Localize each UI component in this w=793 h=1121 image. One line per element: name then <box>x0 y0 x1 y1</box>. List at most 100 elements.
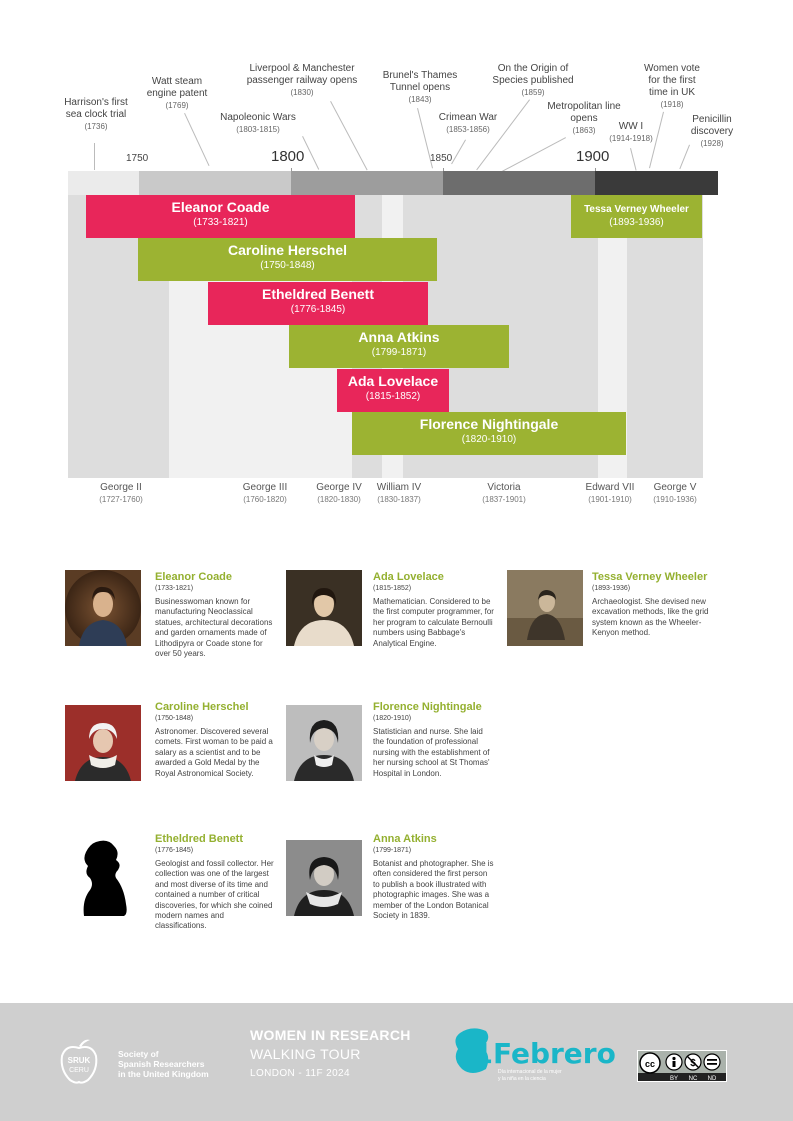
band-1750-1800 <box>139 171 291 195</box>
year-1900: 1900 <box>576 148 610 165</box>
portrait-tessa-verney-wheeler <box>507 570 583 646</box>
bio-etheldred-benett: Etheldred Benett (1776-1845) Geologist a… <box>155 832 277 932</box>
event-napoleonic: Napoleonic Wars (1803-1815) <box>220 112 296 134</box>
year-1750: 1750 <box>126 153 149 164</box>
leader-railway <box>330 101 368 171</box>
tick-1800 <box>291 168 292 171</box>
svg-text:NC: NC <box>689 1076 698 1082</box>
11febrero-tagline-2: y la niña en la ciencia <box>498 1076 546 1082</box>
11febrero-logo: 11Febrero Día internacional de la mujer … <box>452 1025 616 1090</box>
bar-tessa-verney-wheeler: Tessa Verney Wheeler(1893-1936) <box>571 195 702 238</box>
bio-years: (1820-1910) <box>373 715 412 722</box>
leader-crimean <box>451 139 466 165</box>
year-1800: 1800 <box>271 148 305 165</box>
bio-caroline-herschel: Caroline Herschel (1750-1848) Astronomer… <box>155 700 277 779</box>
bio-anna-atkins: Anna Atkins (1799-1871) Botanist and pho… <box>373 832 495 921</box>
band-1850-1900 <box>443 171 595 195</box>
portrait-caroline-herschel <box>65 705 141 781</box>
bio-name: Tessa Verney Wheeler <box>592 571 708 583</box>
bio-name: Anna Atkins <box>373 833 437 845</box>
cc-icon <box>639 1052 661 1074</box>
monarch-edward-vii: Edward VII(1901-1910) <box>585 482 635 504</box>
bar-ada-lovelace: Ada Lovelace(1815-1852) <box>337 369 449 412</box>
sruk-logo-bottom: CERU <box>69 1067 89 1074</box>
bio-text: Businesswoman known for manufacturing Ne… <box>155 597 273 659</box>
footer-place: LONDON - 11F 2024 <box>250 1068 350 1079</box>
footer-subtitle: WALKING TOUR <box>250 1046 361 1062</box>
bio-florence-nightingale: Florence Nightingale (1820-1910) Statist… <box>373 700 495 779</box>
bar-eleanor-coade: Eleanor Coade(1733-1821) <box>86 195 355 238</box>
monarch-george-iii: George III(1760-1820) <box>242 482 288 504</box>
year-1850: 1850 <box>430 153 453 164</box>
tick-1850 <box>443 168 444 171</box>
bio-eleanor-coade: Eleanor Coade (1733-1821) Businesswoman … <box>155 570 277 659</box>
leader-watt <box>184 113 210 166</box>
portrait-eleanor-coade <box>65 570 141 646</box>
leader-napoleonic <box>302 136 320 170</box>
bar-caroline-herschel: Caroline Herschel(1750-1848) <box>138 238 437 281</box>
footer: SRUK CERU Society of Spanish Researchers… <box>0 1003 793 1121</box>
leader-harrison <box>94 143 95 170</box>
creative-commons-badge: cc $ BY NC ND <box>637 1050 727 1082</box>
bio-years: (1776-1845) <box>155 847 194 854</box>
sruk-logo-top: SRUK <box>68 1056 91 1065</box>
bio-name: Caroline Herschel <box>155 701 249 713</box>
monarch-george-iv: George IV(1820-1830) <box>316 482 362 504</box>
tick-1900 <box>595 168 596 171</box>
bar-anna-atkins: Anna Atkins(1799-1871) <box>289 325 509 368</box>
monarch-victoria: Victoria(1837-1901) <box>482 482 526 504</box>
leader-ww1 <box>630 148 637 171</box>
bio-tessa-verney-wheeler: Tessa Verney Wheeler (1893-1936) Archaeo… <box>592 570 714 639</box>
sruk-logo: SRUK CERU <box>58 1036 100 1091</box>
bio-years: (1750-1848) <box>155 715 194 722</box>
bio-text: Statistician and nurse. She laid the fou… <box>373 727 490 778</box>
11febrero-wordmark: 11Febrero <box>454 1037 616 1070</box>
event-crimean: Crimean War (1853-1856) <box>438 112 498 134</box>
11febrero-tagline-1: Día internacional de la mujer <box>498 1069 562 1075</box>
bio-name: Etheldred Benett <box>155 833 244 845</box>
band-pre-1750 <box>68 171 139 195</box>
svg-text:cc: cc <box>645 1059 655 1069</box>
event-ww1: WW I (1914-1918) <box>609 121 653 143</box>
bio-text: Botanist and photographer. She is often … <box>373 859 494 921</box>
bio-years: (1815-1852) <box>373 585 412 592</box>
bar-etheldred-benett: Etheldred Benett(1776-1845) <box>208 282 428 325</box>
portrait-ada-lovelace <box>286 570 362 646</box>
bio-name: Eleanor Coade <box>155 571 233 583</box>
band-1900-plus <box>595 171 718 195</box>
bio-name: Florence Nightingale <box>373 701 482 713</box>
svg-text:ND: ND <box>708 1076 717 1082</box>
bio-years: (1799-1871) <box>373 847 412 854</box>
svg-text:$: $ <box>690 1058 696 1069</box>
bio-name: Ada Lovelace <box>373 571 444 583</box>
bio-years: (1733-1821) <box>155 585 194 592</box>
bar-florence-nightingale: Florence Nightingale(1820-1910) <box>352 412 626 455</box>
monarch-william-iv: William IV(1830-1837) <box>376 482 422 504</box>
portrait-florence-nightingale <box>286 705 362 781</box>
bio-text: Archaeologist. She devised new excavatio… <box>592 597 709 638</box>
leader-metropolitan <box>500 137 566 173</box>
bio-text: Geologist and fossil collector. Her coll… <box>155 859 274 931</box>
nd-icon <box>703 1053 721 1071</box>
monarch-george-v: George V(1910-1936) <box>653 482 697 504</box>
band-1800-1850 <box>291 171 443 195</box>
footer-title: WOMEN IN RESEARCH <box>250 1027 411 1043</box>
sruk-name: Society of Spanish Researchers in the Un… <box>118 1049 209 1079</box>
bio-text: Mathematician. Considered to be the firs… <box>373 597 494 648</box>
bio-years: (1893-1936) <box>592 585 631 592</box>
bio-text: Astronomer. Discovered several comets. F… <box>155 727 273 778</box>
svg-text:BY: BY <box>670 1076 678 1082</box>
bio-ada-lovelace: Ada Lovelace (1815-1852) Mathematician. … <box>373 570 495 649</box>
portrait-anna-atkins <box>286 840 362 916</box>
region-george-v <box>627 195 703 478</box>
monarch-george-ii: George II(1727-1760) <box>99 482 143 504</box>
silhouette-etheldred-benett <box>78 838 130 918</box>
